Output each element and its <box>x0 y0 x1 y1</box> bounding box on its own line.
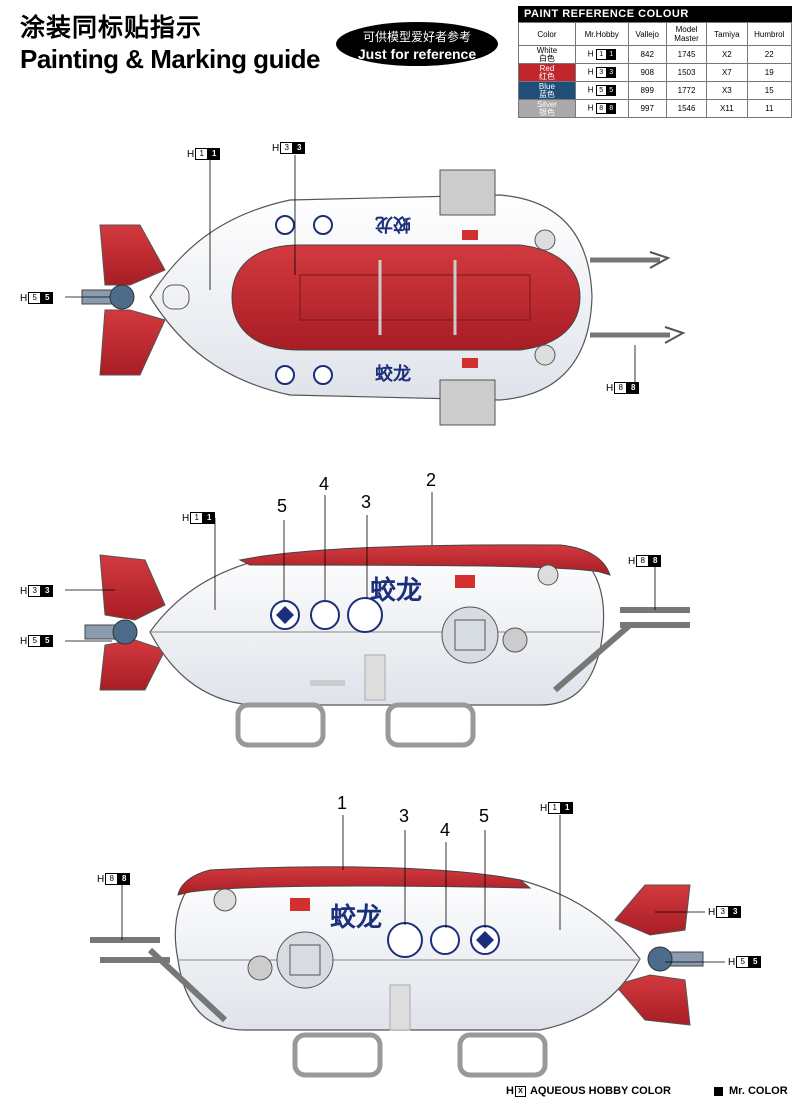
side1-decal-number-5: 5 <box>277 496 288 516</box>
decal-3-emblem-b <box>387 922 423 958</box>
paint-table-title: PAINT REFERENCE COLOUR <box>518 6 792 22</box>
side2-fin-upper <box>614 884 691 936</box>
side-view-2-submarine <box>90 815 725 1078</box>
side1-hull-text: 蛟龙 <box>370 576 423 606</box>
side1-red-top <box>238 544 611 576</box>
top-hull-text-upper: 蛟龙 <box>375 213 411 234</box>
humbrol-cell: 11 <box>746 99 793 118</box>
side1-decal-number-3: 3 <box>361 492 372 512</box>
reference-cn: 可供模型爱好者参考 <box>362 30 471 44</box>
page-title-en: Painting & Marking guide <box>20 44 321 74</box>
side2-decal-number-1: 1 <box>337 793 348 813</box>
page-title-cn: 涂装同标贴指示 <box>20 13 203 42</box>
top-fin-lower <box>99 309 166 376</box>
side2-sphere <box>276 931 334 989</box>
side1-sphere <box>441 606 499 664</box>
top-fin-upper <box>99 224 166 286</box>
side2-decal-number-3: 3 <box>399 806 410 826</box>
humbrol-cell: 22 <box>746 45 793 64</box>
side2-decal-number-5: 5 <box>479 806 490 826</box>
top-view-submarine <box>65 155 686 426</box>
side1-decal-number-2: 2 <box>426 470 437 490</box>
reference-bubble: 可供模型爱好者参考 Just for reference <box>336 22 498 66</box>
paint-table: Color Mr.Hobby Vallejo Model Master Tami… <box>518 22 793 118</box>
legend-square-icon <box>714 1086 723 1096</box>
side2-red-top <box>177 866 532 896</box>
side1-fin-lower <box>99 639 166 691</box>
paint-reference-table: PAINT REFERENCE COLOUR Color Mr.Hobby Va… <box>518 6 793 118</box>
side1-fin-upper <box>99 554 166 621</box>
col-tamiya: Tamiya <box>706 22 748 46</box>
decal-3-emblem <box>347 597 383 633</box>
side-view-1-submarine <box>65 492 690 748</box>
side1-decal-number-4: 4 <box>319 474 330 494</box>
top-red-deck <box>231 244 581 351</box>
top-hull-text-lower: 蛟龙 <box>375 364 411 385</box>
side2-fin-lower <box>614 974 691 1026</box>
side2-hull-text: 蛟龙 <box>330 903 383 933</box>
table-header-row: Color Mr.Hobby Vallejo Model Master Tami… <box>518 22 793 46</box>
decal-4-emblem-b <box>430 925 460 955</box>
decal-4-emblem <box>310 600 340 630</box>
col-vallejo: Vallejo <box>627 22 667 46</box>
tamiya-cell: X11 <box>706 99 748 118</box>
legend-mrcolor: Mr. COLOR <box>714 1085 788 1097</box>
side2-decal-number-4: 4 <box>440 820 451 840</box>
reference-en: Just for reference <box>357 46 477 62</box>
